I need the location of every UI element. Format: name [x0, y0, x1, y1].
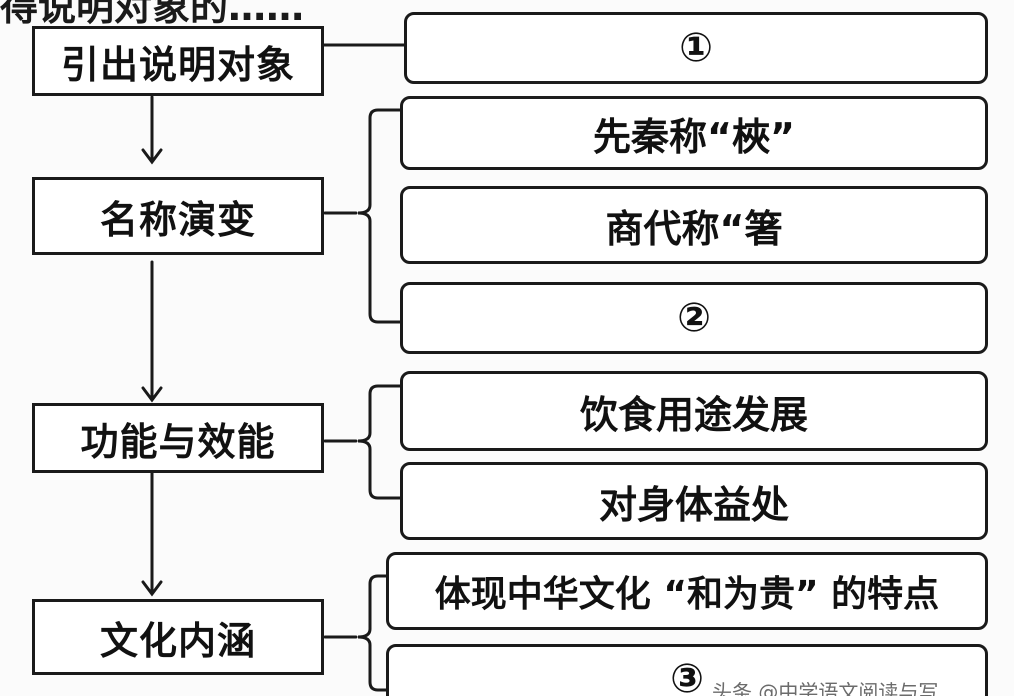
box-text: 对身体益处 — [598, 482, 789, 527]
node-label: 文化内涵 — [99, 618, 256, 663]
box-text: 商代称“箸 — [605, 206, 783, 251]
name-pre-qin-box: 先秦称“梜” — [400, 96, 988, 170]
node-label: 功能与效能 — [80, 419, 276, 464]
node-label: 名称演变 — [99, 197, 256, 242]
box-text: 体现中华文化 “和为贵” 的特点 — [434, 574, 940, 615]
harmony-culture-box: 体现中华文化 “和为贵” 的特点 — [386, 552, 988, 630]
watermark-text: 头条 @中学语文阅读与写 — [712, 680, 939, 696]
blank-marker: ② — [677, 295, 711, 341]
node-name-evolution: 名称演变 — [32, 177, 324, 255]
top-partial-heading: 得说明对象的…… — [0, 0, 305, 29]
answer-blank-1: ① — [404, 12, 988, 84]
box-text: 饮食用途发展 — [579, 392, 808, 437]
arrow-2-head — [141, 386, 163, 403]
name-shang-box: 商代称“箸 — [400, 186, 988, 264]
brace-4 — [357, 574, 402, 692]
node-function-efficacy: 功能与效能 — [32, 403, 324, 473]
brace-3 — [357, 384, 402, 500]
answer-blank-3: ③ — [386, 644, 988, 696]
blank-marker: ① — [679, 25, 713, 71]
answer-blank-2: ② — [400, 282, 988, 354]
brace-2 — [357, 108, 402, 324]
box-text: 先秦称“梜” — [593, 114, 795, 159]
health-benefit-box: 对身体益处 — [400, 462, 988, 540]
node-label: 引出说明对象 — [60, 42, 295, 87]
blank-marker: ③ — [670, 656, 704, 696]
arrow-3-head — [141, 580, 163, 597]
node-cultural-connotation: 文化内涵 — [32, 599, 324, 675]
food-use-box: 饮食用途发展 — [400, 371, 988, 451]
arrow-1-head — [141, 148, 163, 165]
node-introduce-object: 引出说明对象 — [32, 26, 324, 96]
